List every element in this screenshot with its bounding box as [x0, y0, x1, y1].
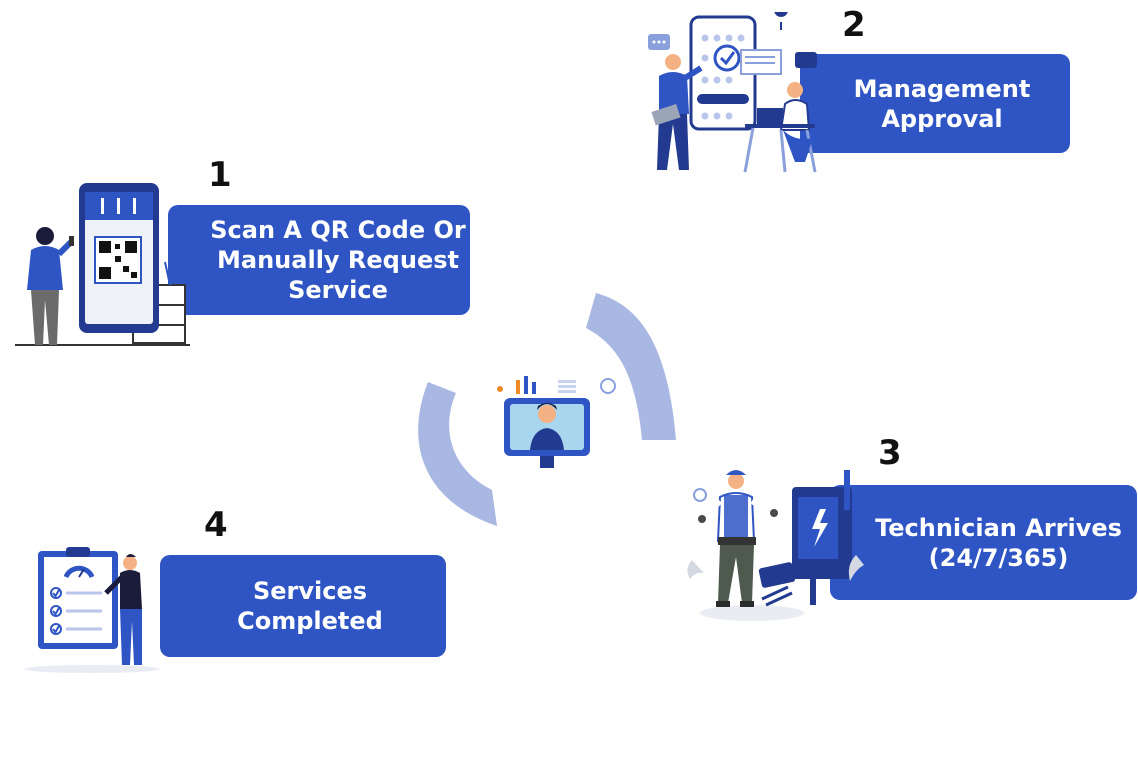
- arc-top-right: [586, 293, 676, 440]
- approval-checklist-icon: [648, 12, 817, 173]
- step-2-illustration: [645, 12, 830, 177]
- step-3-illustration: [680, 465, 870, 625]
- step-3-number: 3: [878, 433, 902, 473]
- step-2-card: Management Approval: [800, 54, 1070, 153]
- arc-bottom-left: [418, 382, 497, 526]
- step-4-illustration: [22, 545, 172, 675]
- center-agent-illustration: [492, 372, 622, 477]
- technician-electrical-icon: [687, 470, 864, 621]
- step-3-label: Technician Arrives (24/7/365): [875, 513, 1122, 572]
- step-1-label: Scan A QR Code Or Manually Request Servi…: [210, 216, 466, 304]
- step-2-number: 2: [842, 5, 866, 45]
- step-3-card: Technician Arrives (24/7/365): [830, 485, 1137, 600]
- step-1-card: Scan A QR Code Or Manually Request Servi…: [168, 205, 470, 315]
- step-4-label: Services Completed: [237, 577, 383, 635]
- step-4-number: 4: [204, 505, 228, 545]
- qr-phone-user-icon: [15, 183, 190, 346]
- step-1-illustration: [15, 180, 190, 352]
- step-4-card: Services Completed: [160, 555, 446, 657]
- step-2-label: Management Approval: [853, 74, 1031, 133]
- completed-checklist-icon: [24, 547, 160, 673]
- step-1-number: 1: [208, 155, 232, 195]
- support-agent-monitor-icon: [497, 376, 616, 468]
